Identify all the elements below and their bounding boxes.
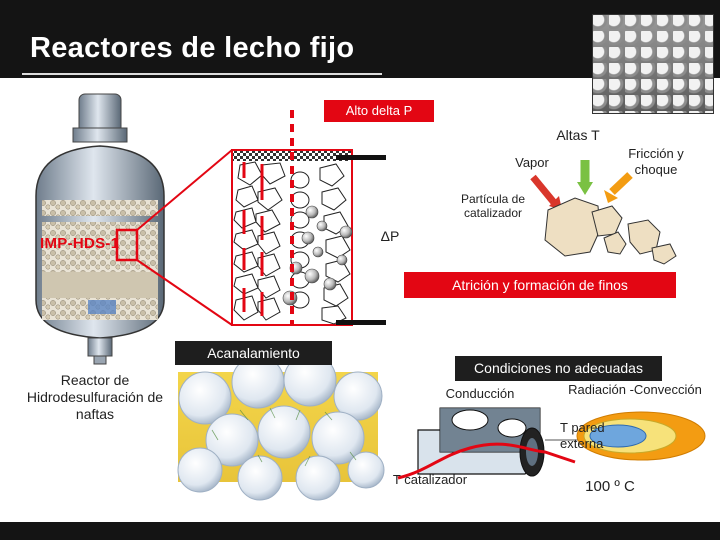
reactor-vessel	[35, 93, 165, 365]
particula-label: Partícula de catalizador	[460, 192, 526, 221]
condiciones-badge: Condiciones no adecuadas	[455, 356, 662, 381]
vapor-arrow	[530, 174, 559, 208]
acanalamiento-badge: Acanalamiento	[175, 341, 332, 365]
delta-p-label: ΔP	[380, 228, 400, 244]
reactor-description: Reactor de Hidrodesulfuración de naftas	[26, 372, 164, 422]
t-catalizador-label: T catalizador	[392, 472, 468, 487]
zoom-line-top	[136, 149, 233, 231]
alto-delta-p-badge: Alto delta P	[324, 100, 434, 122]
friccion-arrow	[609, 172, 633, 195]
radiacion-label: Radiación -Convección	[568, 382, 702, 397]
zoom-line-bottom	[136, 259, 233, 326]
altas-t-label: Altas T	[556, 127, 600, 143]
altas-t-arrowhead	[577, 182, 593, 195]
packed-bed-section	[231, 110, 353, 326]
bottom-bar	[0, 522, 720, 540]
aticion-badge: Atrición y formación de finos	[404, 272, 676, 298]
catalyst-bed-photo	[592, 14, 714, 114]
channeling-illustration	[177, 353, 385, 501]
top-pressure-bar	[336, 155, 386, 160]
title-underline	[22, 73, 382, 75]
reactor-tag: IMP-HDS-1	[40, 235, 120, 252]
conduccion-label: Conducción	[445, 386, 515, 401]
bottom-pressure-bar	[336, 320, 386, 325]
friccion-arrowhead	[604, 190, 618, 203]
slide-title: Reactores de lecho fijo	[30, 32, 355, 64]
catalyst-particle	[544, 197, 677, 265]
heat-transfer-schematic	[397, 407, 706, 480]
friccion-label: Fricción y choque	[628, 146, 684, 177]
t-pared-label: T pared externa	[560, 420, 605, 451]
vapor-label: Vapor	[515, 155, 549, 170]
temperature-value: 100 º C	[585, 478, 635, 495]
